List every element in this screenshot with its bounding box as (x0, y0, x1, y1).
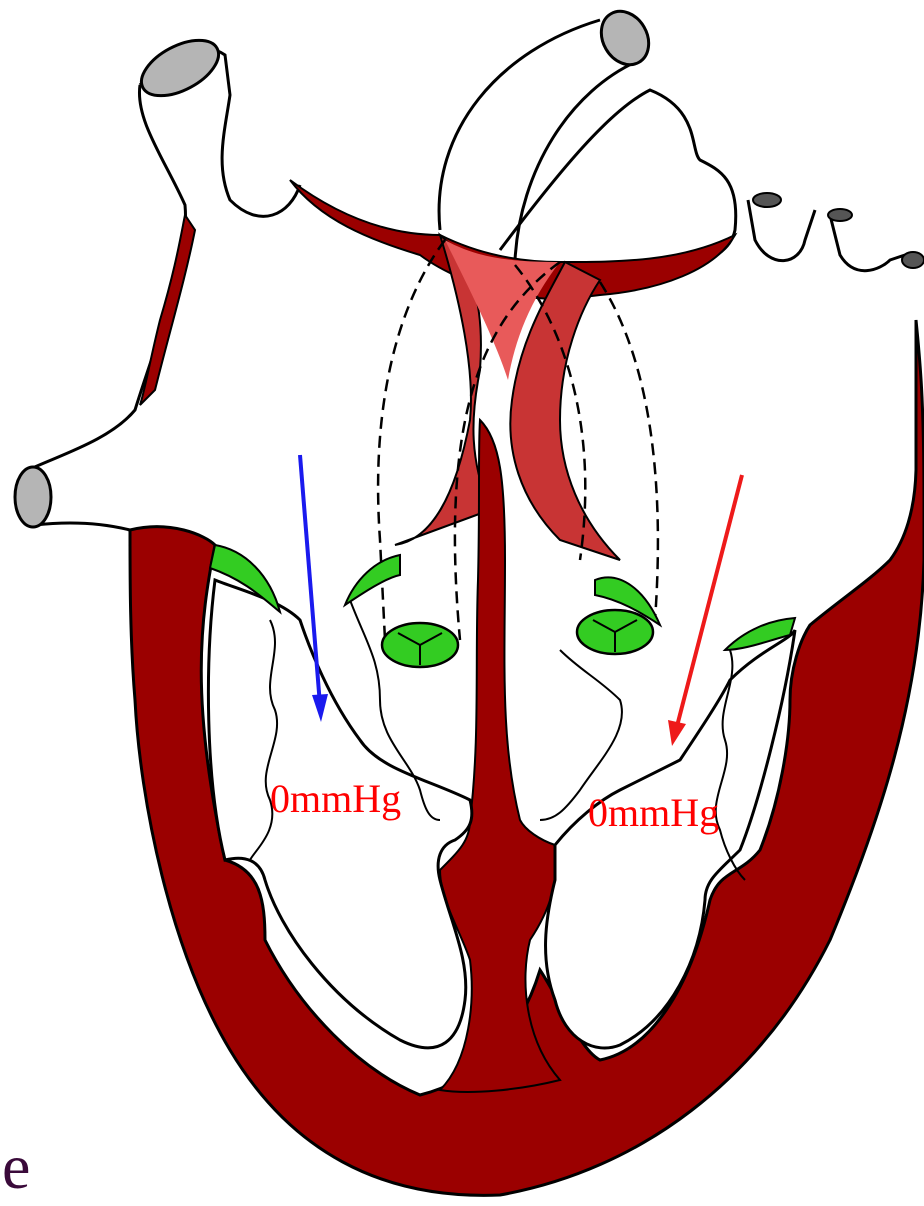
pulmonary-veins (748, 200, 905, 271)
superior-vena-cava-opening (133, 29, 228, 107)
pulmonary-vein-opening-1 (753, 193, 781, 207)
inferior-vena-cava (35, 523, 130, 530)
right-atrium-wall (140, 215, 195, 405)
right-ventricle-pressure-label: 0mmHg (270, 776, 401, 821)
corner-letter: e (2, 1131, 30, 1202)
pulmonary-valve (382, 623, 458, 667)
pulmonary-trunk (500, 90, 736, 268)
vena-cava-left-wall (28, 85, 186, 470)
aortic-valve (577, 610, 653, 654)
pulmonary-vein-opening-2 (828, 209, 852, 221)
tricuspid-leaflet-left (345, 555, 400, 605)
inferior-vena-cava-opening (15, 467, 51, 527)
pulmonary-vein-opening-3 (902, 252, 924, 268)
aorta-opening (592, 3, 658, 73)
left-ventricle-pressure-label: 0mmHg (588, 790, 719, 835)
